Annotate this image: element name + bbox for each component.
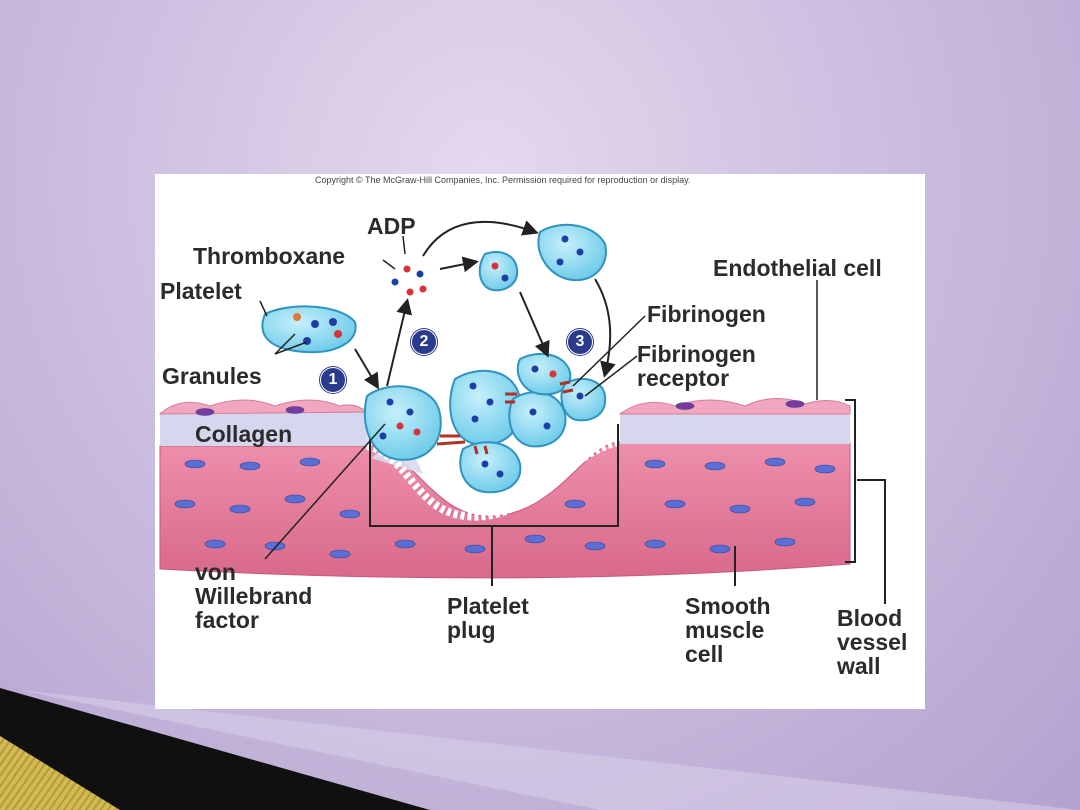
label-thromboxane: Thromboxane — [193, 243, 346, 269]
step-1-badge: 1 — [320, 367, 346, 393]
platelet-plug-diagram: Copyright © The McGraw-Hill Companies, I… — [155, 174, 925, 709]
copyright-notice: Copyright © The McGraw-Hill Companies, I… — [315, 175, 691, 185]
wound-edge — [365, 438, 621, 521]
lavender-wedge — [20, 690, 1080, 810]
label-collagen: Collagen — [195, 421, 293, 447]
label-platelet: Platelet — [160, 278, 242, 304]
collagen-band-right — [620, 412, 850, 444]
endothelium-wall-bracket — [845, 399, 856, 563]
process-arrows — [354, 220, 616, 390]
activated-platelets — [363, 223, 607, 494]
blood-vessel-wall-bracket — [857, 479, 886, 604]
step-2-badge: 2 — [411, 329, 437, 355]
endothelium-left — [158, 399, 369, 415]
nuclei — [174, 400, 836, 559]
collagen-band-left — [160, 412, 365, 446]
platelet-plug-bracket — [369, 424, 619, 527]
fibrinogen-bridges — [436, 380, 574, 455]
smooth-muscle-layer — [159, 441, 851, 579]
granules-dots — [379, 235, 584, 478]
black-wedge — [0, 688, 430, 810]
label-adp: ADP — [367, 213, 416, 239]
diagram-artwork — [158, 220, 886, 604]
label-granules: Granules — [162, 363, 262, 389]
endothelium-right — [618, 398, 851, 415]
label-fibrinogen: Fibrinogen — [647, 301, 766, 327]
label-von-willebrand-factor: von Willebrand factor — [195, 559, 313, 634]
step-3-badge: 3 — [567, 329, 593, 355]
label-blood-vessel-wall: Blood vessel wall — [837, 605, 908, 680]
label-smooth-muscle-cell: Smooth muscle cell — [685, 593, 771, 668]
label-pointers — [259, 235, 646, 560]
label-endothelial-cell: Endothelial cell — [713, 255, 882, 281]
free-platelet — [261, 305, 357, 354]
label-fibrinogen-receptor: Fibrinogen receptor — [637, 341, 756, 392]
label-platelet-plug: Platelet plug — [447, 593, 529, 644]
